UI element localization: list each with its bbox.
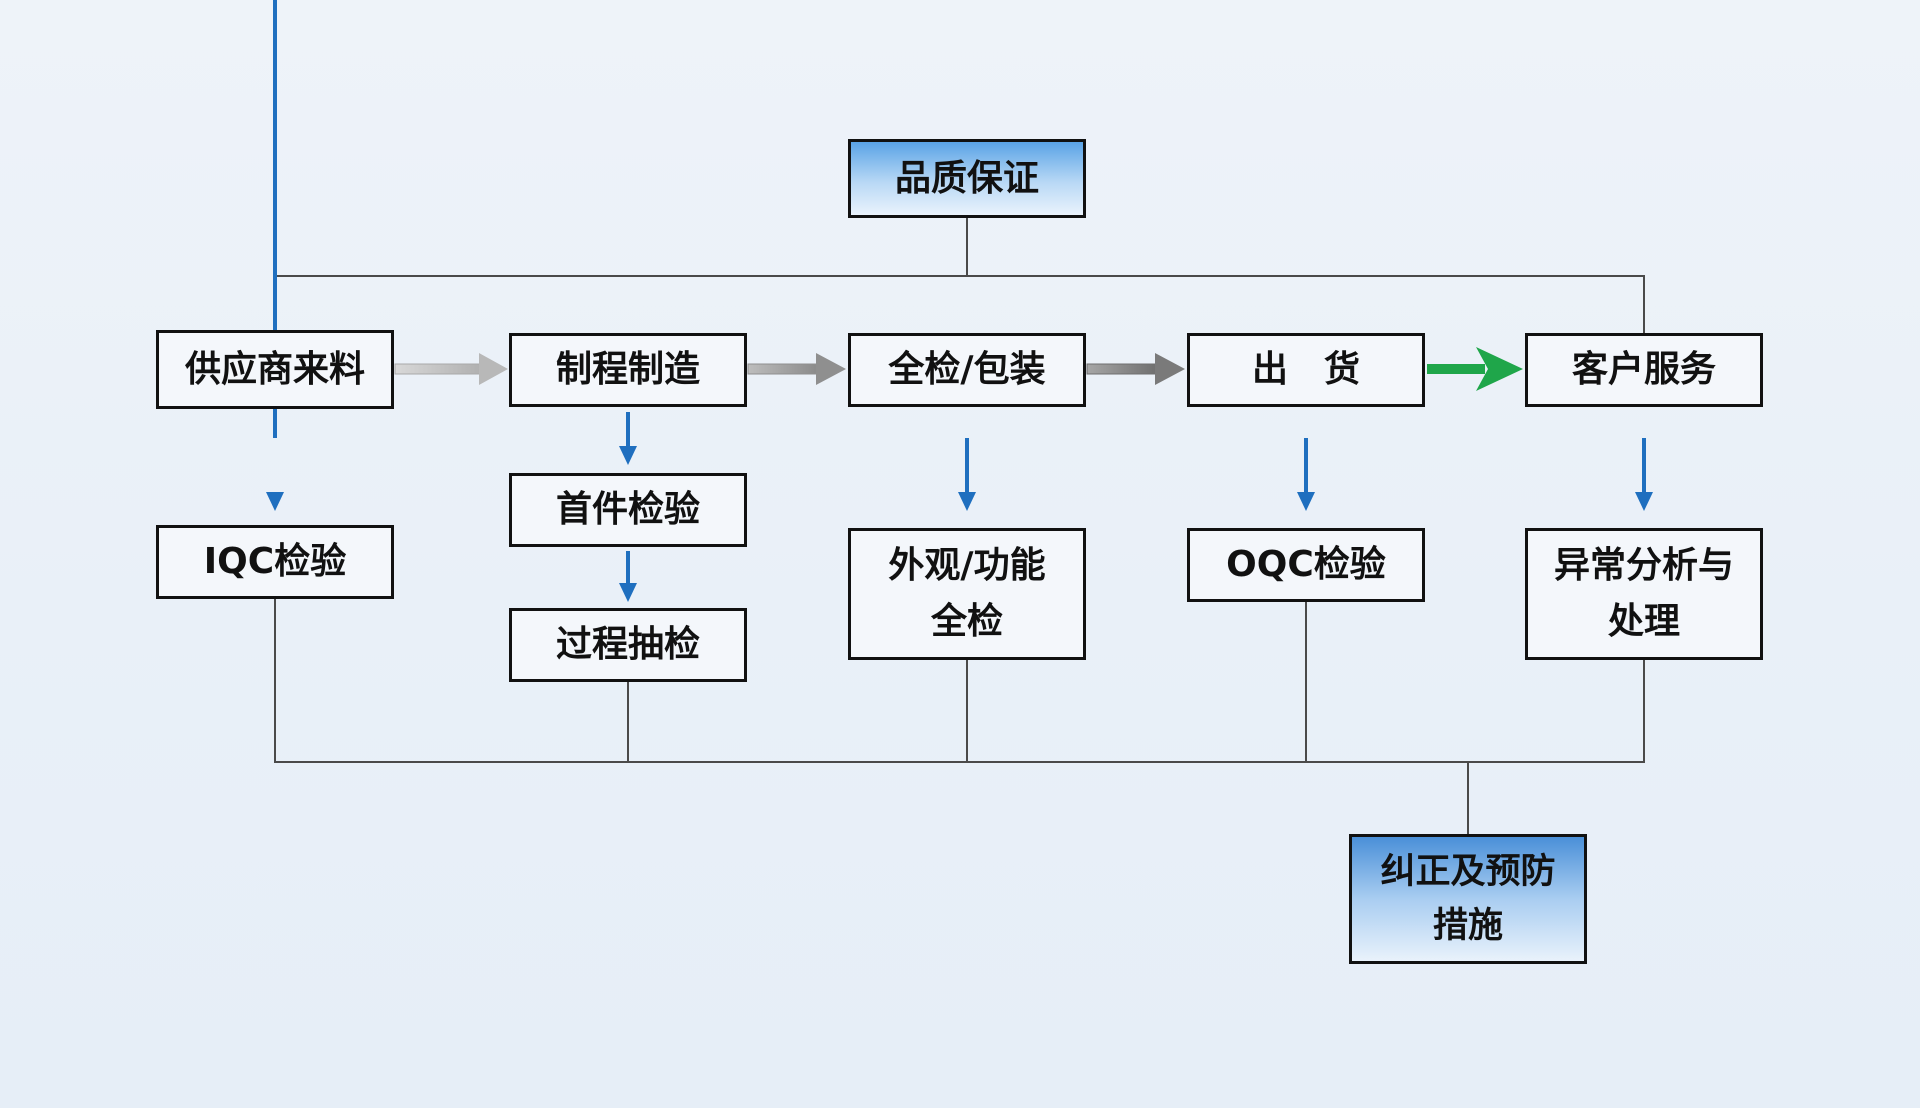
node-iqc-inspection: IQC检验 <box>156 525 394 599</box>
flow-arrow-3 <box>1086 353 1185 385</box>
node-customer-service: 客户服务 <box>1525 333 1763 407</box>
down-arrow-full-inspect <box>958 438 976 511</box>
down-arrow-supplier <box>266 0 284 511</box>
node-shipping: 出 货 <box>1187 333 1425 407</box>
node-full-inspect-packaging: 全检/包装 <box>848 333 1086 407</box>
down-arrow-customer-service <box>1635 438 1653 511</box>
down-arrow-process <box>619 412 637 465</box>
bottom-connector <box>274 597 1645 836</box>
node-first-article-inspection: 首件检验 <box>509 473 747 547</box>
node-process-sampling: 过程抽检 <box>509 608 747 682</box>
down-arrow-first-article <box>619 551 637 602</box>
node-appearance-function-inspection: 外观/功能 全检 <box>848 528 1086 660</box>
node-quality-assurance: 品质保证 <box>848 139 1086 218</box>
node-supplier-material: 供应商来料 <box>156 330 394 409</box>
top-connector <box>274 218 1645 335</box>
node-corrective-preventive-actions: 纠正及预防 措施 <box>1349 834 1587 964</box>
down-arrows <box>266 0 1653 602</box>
flow-arrow-2 <box>747 353 846 385</box>
flow-arrow-1 <box>394 353 508 385</box>
node-process-manufacturing: 制程制造 <box>509 333 747 407</box>
node-exception-analysis: 异常分析与 处理 <box>1525 528 1763 660</box>
down-arrow-shipping <box>1297 438 1315 511</box>
flow-arrow-4-green <box>1427 347 1523 391</box>
node-oqc-inspection: OQC检验 <box>1187 528 1425 602</box>
